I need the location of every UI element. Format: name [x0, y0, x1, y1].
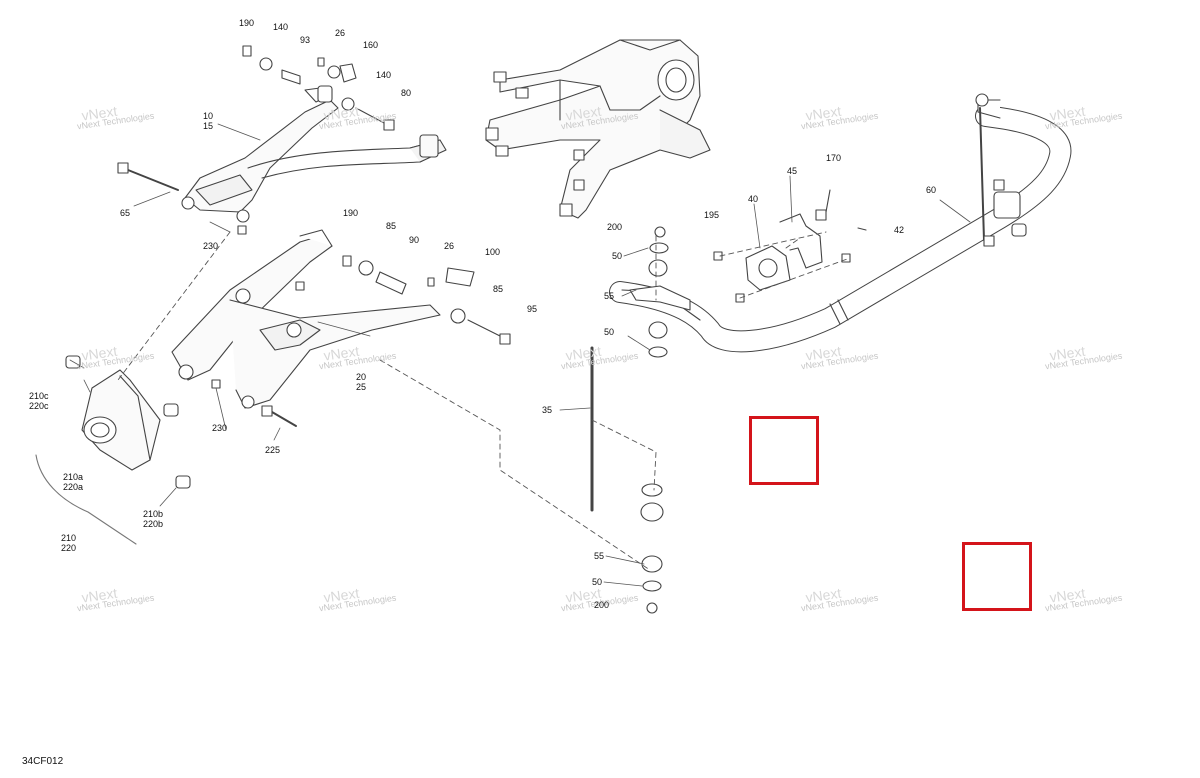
callout-230: 230: [212, 423, 228, 433]
callout-80: 80: [401, 88, 412, 98]
callout-10: 10: [203, 111, 214, 121]
callout-195: 195: [704, 210, 720, 220]
callout-65: 65: [120, 208, 131, 218]
callout-170: 170: [826, 153, 842, 163]
callout-40: 40: [748, 194, 759, 204]
callout-230: 230: [203, 241, 219, 251]
knuckle: [35, 355, 191, 545]
callout-85: 85: [386, 221, 397, 231]
assembly-lines: [117, 231, 851, 571]
highlight-box: [749, 416, 819, 485]
lower-arm-hardware: [211, 255, 511, 427]
callout-190: 190: [239, 18, 255, 28]
callout-210a: 210a: [63, 472, 84, 482]
callout-200: 200: [607, 222, 623, 232]
callout-85: 85: [493, 284, 504, 294]
callout-200: 200: [594, 600, 610, 610]
leader-lines: [69, 123, 971, 587]
callout-160: 160: [363, 40, 379, 50]
bushing-and-clamp: [713, 189, 867, 303]
callout-20: 20: [356, 372, 367, 382]
callout-210b: 210b: [143, 509, 164, 519]
callout-25: 25: [356, 382, 367, 392]
callout-26: 26: [335, 28, 346, 38]
callout-35: 35: [542, 405, 553, 415]
callout-26: 26: [444, 241, 455, 251]
callout-220b: 220b: [143, 519, 164, 529]
callout-190: 190: [343, 208, 359, 218]
callout-220: 220: [61, 543, 77, 553]
callout-15: 15: [203, 121, 214, 131]
upper-arm-hardware: [117, 45, 395, 235]
callout-50: 50: [592, 577, 603, 587]
callout-220c: 220c: [29, 401, 49, 411]
callout-90: 90: [409, 235, 420, 245]
callout-140: 140: [273, 22, 289, 32]
rear-subframe: [485, 39, 711, 219]
callout-55: 55: [594, 551, 605, 561]
callout-93: 93: [300, 35, 311, 45]
lower-a-arm: [171, 229, 441, 409]
callout-95: 95: [527, 304, 538, 314]
callout-210: 210: [61, 533, 77, 543]
link-rod-stack: [590, 226, 691, 614]
callout-210c: 210c: [29, 391, 49, 401]
callout-100: 100: [485, 247, 501, 257]
callout-50: 50: [604, 327, 615, 337]
highlight-box: [962, 542, 1032, 611]
callout-220a: 220a: [63, 482, 84, 492]
callout-42: 42: [894, 225, 905, 235]
callout-45: 45: [787, 166, 798, 176]
callout-225: 225: [265, 445, 281, 455]
callout-50: 50: [612, 251, 623, 261]
upper-a-arm: [181, 85, 447, 223]
callout-140: 140: [376, 70, 392, 80]
callout-60: 60: [926, 185, 937, 195]
figure-id: 34CF012: [22, 756, 64, 767]
callout-55: 55: [604, 291, 615, 301]
